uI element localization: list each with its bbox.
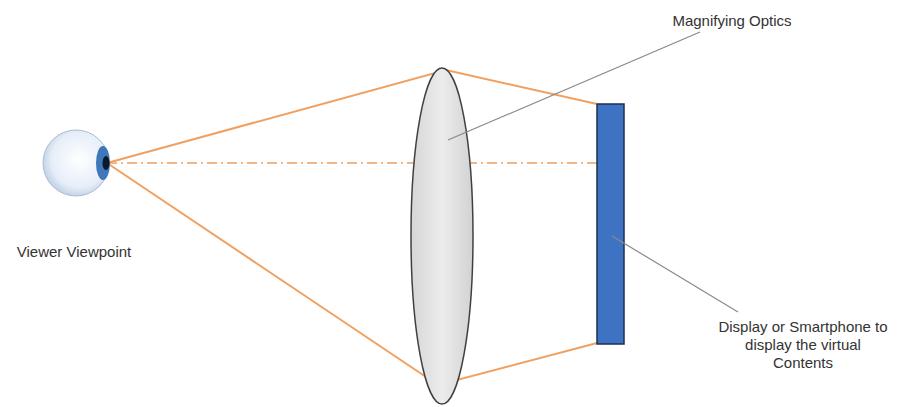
eyeball <box>43 130 109 196</box>
optical-axis <box>107 162 597 163</box>
display-panel <box>597 104 624 344</box>
upper-ray <box>107 70 597 163</box>
optics-label: Magnifying Optics <box>632 12 832 30</box>
viewer-label: Viewer Viewpoint <box>4 243 144 261</box>
iris <box>96 146 110 180</box>
display-label: Display or Smartphone to display the vir… <box>714 318 892 372</box>
eye <box>43 130 110 196</box>
pupil <box>103 156 110 170</box>
light-ray <box>107 70 597 385</box>
optics-leader <box>448 32 700 140</box>
magnifying-lens <box>411 68 473 404</box>
lower-ray <box>107 163 597 385</box>
display-leader <box>612 236 738 312</box>
leader-line <box>448 32 738 312</box>
